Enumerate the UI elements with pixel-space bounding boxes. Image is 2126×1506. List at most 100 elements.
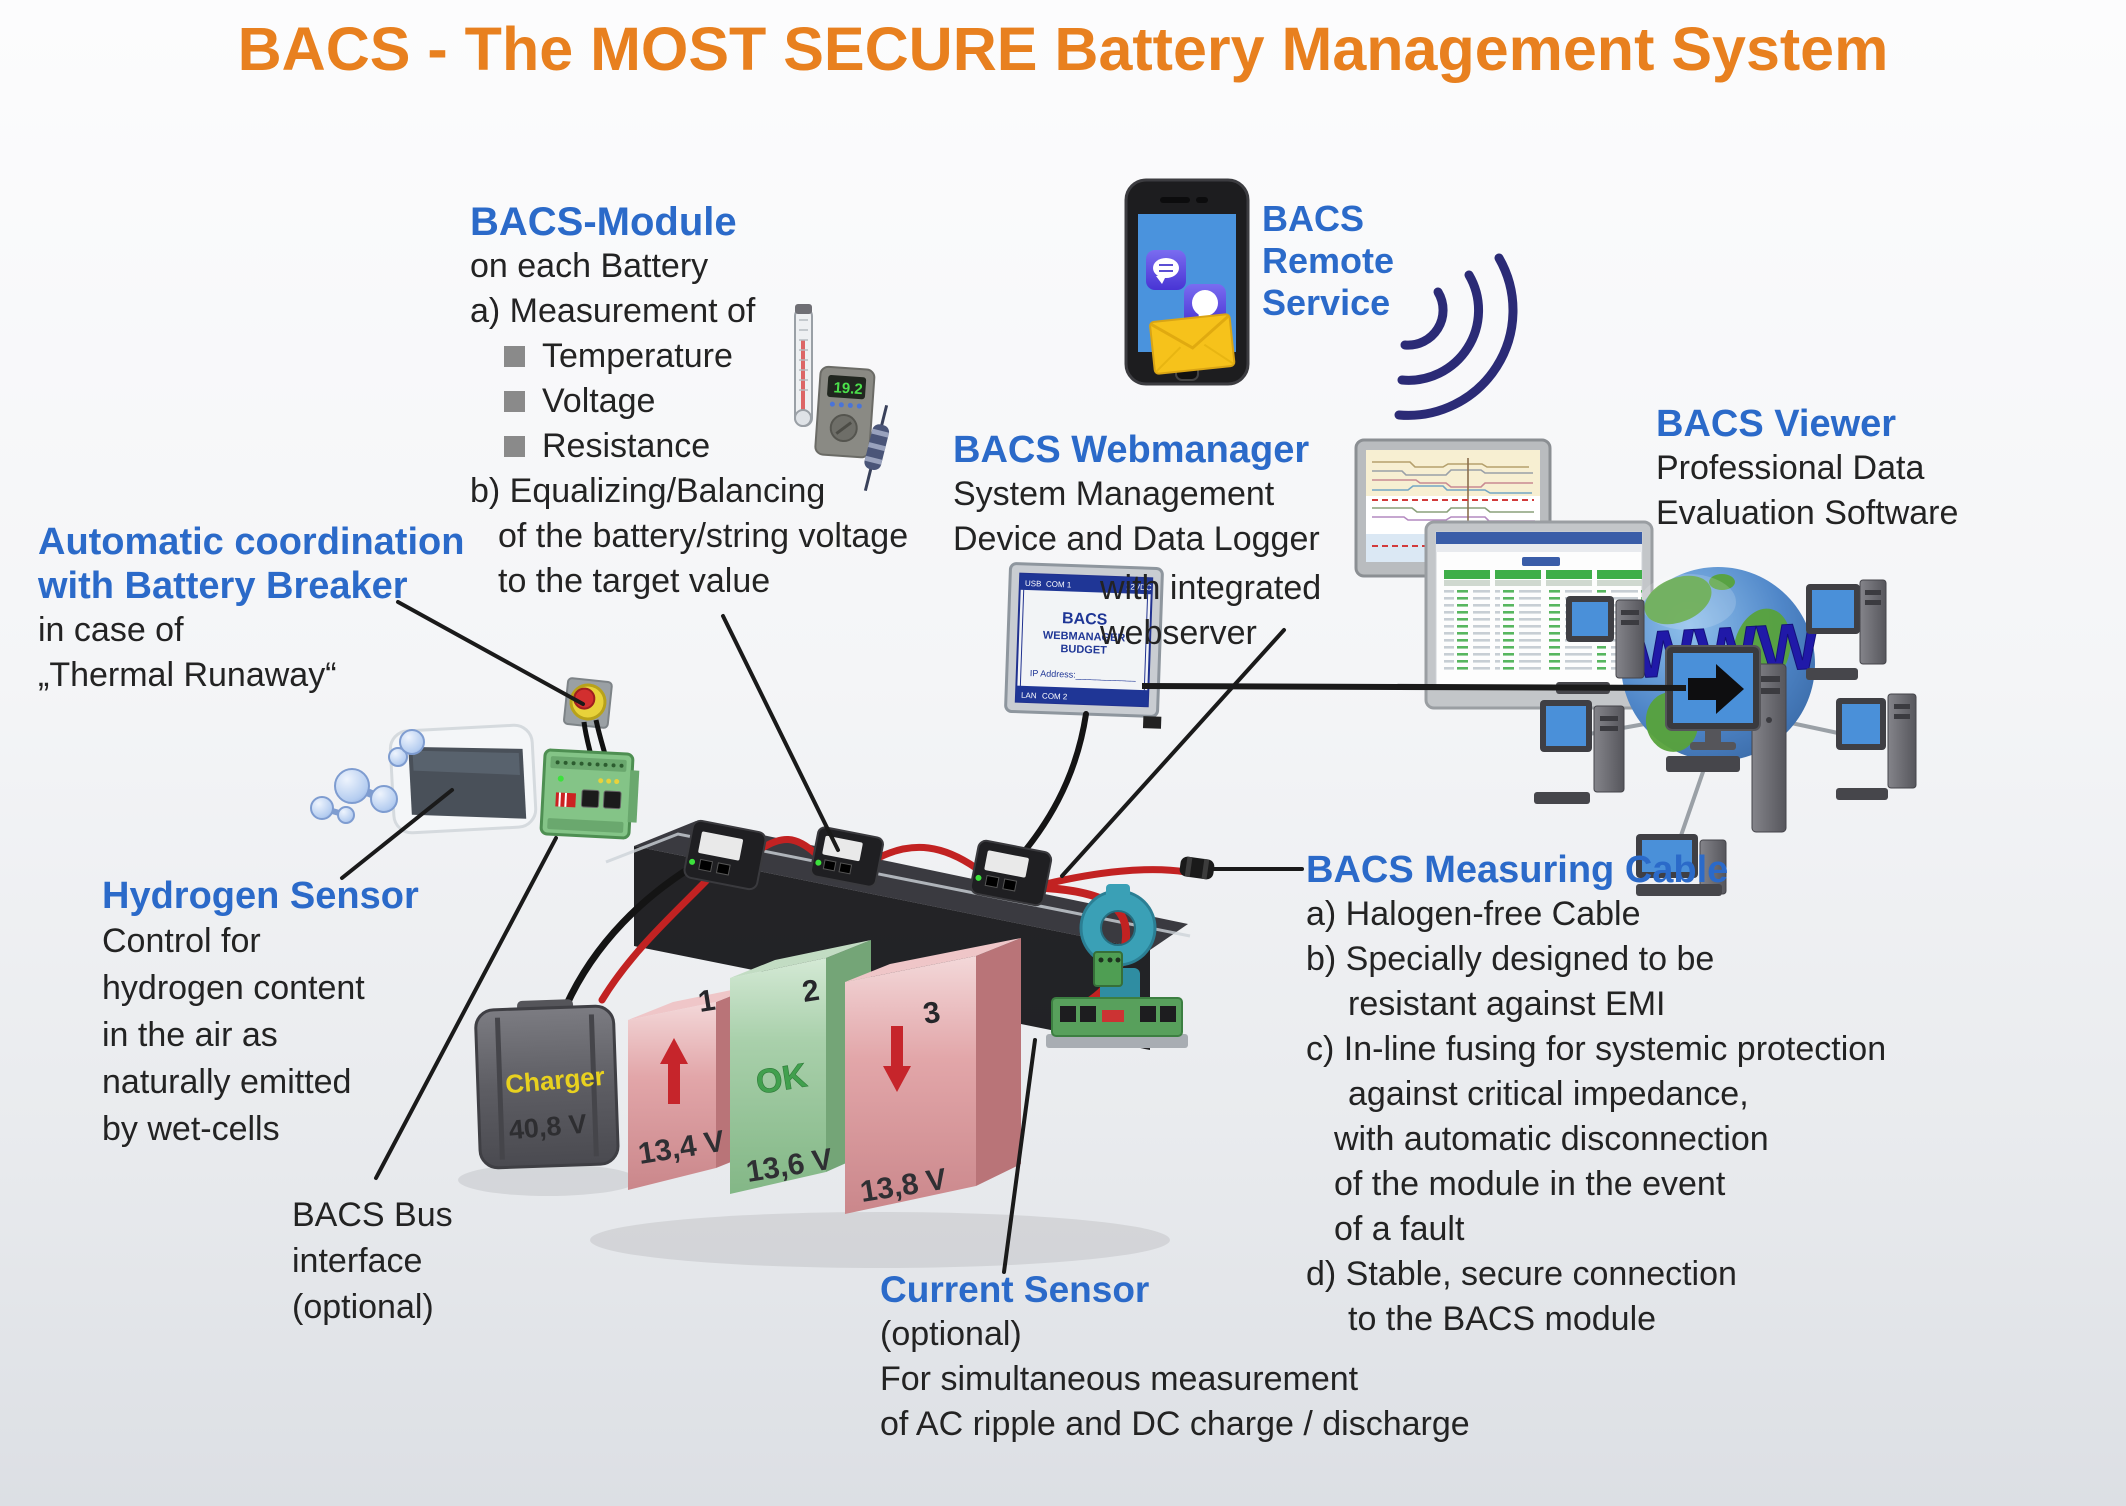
measuring-cable-line: d) Stable, secure connection bbox=[1306, 1255, 1737, 1293]
hydrogen-line: hydrogen content bbox=[102, 969, 365, 1007]
wm-com1-label: COM 1 bbox=[1046, 580, 1072, 590]
resistor-probe-icon bbox=[863, 404, 890, 492]
wm-power-label: 12VDC bbox=[1126, 582, 1152, 592]
annotation-bus-interface: BACS Bus interface (optional) bbox=[292, 1192, 453, 1330]
bacs-module-line: b) Equalizing/Balancing bbox=[470, 472, 826, 510]
bacs-module-heading: BACS-Module bbox=[470, 200, 737, 244]
bus-interface-line: BACS Bus bbox=[292, 1196, 453, 1234]
measuring-cable-heading: BACS Measuring Cable bbox=[1306, 849, 1729, 891]
battery-3: 3 13,8 V bbox=[845, 938, 1021, 1214]
annotation-current-sensor: Current Sensor (optional) For simultaneo… bbox=[880, 1268, 1470, 1447]
battery2-number: 2 bbox=[800, 974, 822, 1009]
annotation-webmanager: BACS Webmanager System Management Device… bbox=[953, 428, 1320, 562]
remote-service-line: Service bbox=[1262, 282, 1391, 323]
pointer-module bbox=[721, 614, 840, 852]
remote-service-line: BACS bbox=[1262, 198, 1365, 239]
hydrogen-heading: Hydrogen Sensor bbox=[102, 875, 419, 917]
annotation-bacs-module: BACS-Module on each Battery a) Measureme… bbox=[470, 200, 908, 604]
bacs-module-bullet: Temperature bbox=[542, 337, 733, 375]
temperature-sensor-icons: 19.2 bbox=[794, 304, 890, 492]
current-sensor-line: of AC ripple and DC charge / discharge bbox=[880, 1405, 1470, 1443]
webmanager-to-www-line bbox=[1141, 683, 1687, 691]
wm-lan-label: LAN bbox=[1021, 691, 1037, 701]
measuring-cable-line: resistant against EMI bbox=[1348, 985, 1666, 1023]
webmanager-line: with integrated bbox=[1100, 569, 1322, 607]
measuring-cable-line: to the BACS module bbox=[1348, 1300, 1657, 1338]
viewer-line: Professional Data bbox=[1656, 449, 1925, 487]
bullet-square-icon bbox=[504, 346, 525, 367]
current-sensor-line: (optional) bbox=[880, 1315, 1022, 1353]
viewer-table-monitor bbox=[1424, 520, 1654, 710]
measuring-cable-line: with automatic disconnection bbox=[1334, 1120, 1769, 1158]
wm-ip: IP Address:____________ bbox=[1030, 668, 1137, 682]
measuring-cable-line: b) Specially designed to be bbox=[1306, 940, 1715, 978]
bacs-module-line: of the battery/string voltage bbox=[498, 517, 909, 555]
webmanager-device: USB COM 1 12VDC LAN COM 2 BACS WEBMANAGE… bbox=[1004, 562, 1164, 729]
battery3-number: 3 bbox=[921, 996, 943, 1031]
bacs-modules bbox=[683, 819, 1053, 907]
viewer-heading: BACS Viewer bbox=[1656, 403, 1897, 445]
bus-interface-line: interface bbox=[292, 1242, 423, 1280]
hydrogen-line: naturally emitted bbox=[102, 1063, 352, 1101]
annotation-measuring-cable: BACS Measuring Cable a) Halogen-free Cab… bbox=[1306, 848, 1886, 1342]
wifi-arcs-icon bbox=[1394, 253, 1518, 420]
measuring-cable-line: a) Halogen-free Cable bbox=[1306, 895, 1641, 933]
hydrogen-molecules-icon bbox=[310, 729, 425, 824]
wm-brand: BACS bbox=[1062, 610, 1108, 629]
hydrogen-line: by wet-cells bbox=[102, 1110, 280, 1148]
webmanager-line: Device and Data Logger bbox=[953, 520, 1320, 558]
breaker-line: „Thermal Runaway“ bbox=[38, 656, 337, 694]
pointer-bus-interface bbox=[374, 836, 558, 1180]
measuring-cable-line: c) In-line fusing for systemic protectio… bbox=[1306, 1030, 1887, 1068]
hydrogen-line: Control for bbox=[102, 922, 261, 960]
bacs-module-line: a) Measurement of bbox=[470, 292, 756, 330]
bullet-square-icon bbox=[504, 436, 525, 457]
bus-interface-line: (optional) bbox=[292, 1288, 434, 1326]
inline-fuse bbox=[1179, 856, 1215, 880]
viewer-line: Evaluation Software bbox=[1656, 494, 1959, 532]
hydrogen-line: in the air as bbox=[102, 1016, 278, 1054]
pointer-module3 bbox=[1060, 628, 1286, 878]
annotation-remote-service: BACS Remote Service bbox=[1262, 198, 1394, 324]
breaker-heading: Automatic coordination bbox=[38, 521, 465, 563]
measuring-cable-line: of a fault bbox=[1334, 1210, 1465, 1248]
email-icon bbox=[1149, 313, 1236, 375]
bullet-square-icon bbox=[504, 391, 525, 412]
bacs-module-bullet: Resistance bbox=[542, 427, 711, 465]
arrow-right-icon bbox=[1688, 664, 1744, 714]
handheld-meter-icon: 19.2 bbox=[814, 365, 876, 459]
wm-model: WEBMANAGER bbox=[1043, 630, 1126, 645]
webmanager-line: webserver bbox=[1100, 614, 1257, 652]
breaker-line: in case of bbox=[38, 611, 184, 649]
wm-com2-label: COM 2 bbox=[1042, 692, 1068, 702]
viewer-chart-monitor bbox=[1354, 438, 1552, 578]
wm-usb-label: USB bbox=[1025, 579, 1042, 589]
network-computers bbox=[1534, 579, 1917, 896]
thermometer-display: 19.2 bbox=[833, 379, 863, 398]
pointer-lines bbox=[340, 600, 1304, 1274]
arrow-up-icon bbox=[660, 1038, 688, 1104]
breaker-heading: with Battery Breaker bbox=[38, 565, 408, 607]
measuring-cable-line: of the module in the event bbox=[1334, 1165, 1726, 1203]
smartphone bbox=[1124, 178, 1250, 386]
page-title: BACS - The MOST SECURE Battery Managemen… bbox=[237, 15, 1889, 83]
wm-variant: BUDGET bbox=[1060, 643, 1107, 657]
charger: Charger 40,8 V bbox=[474, 999, 620, 1170]
measuring-cable-line: against critical impedance, bbox=[1348, 1075, 1749, 1113]
bacs-module-line: to the target value bbox=[498, 562, 771, 600]
charger-voltage: 40,8 V bbox=[508, 1109, 588, 1146]
annotation-webmanager-cont: with integrated webserver bbox=[1100, 566, 1321, 656]
pointer-breaker bbox=[396, 600, 585, 706]
arrow-down-icon bbox=[883, 1026, 911, 1092]
webmanager-heading: BACS Webmanager bbox=[953, 429, 1310, 471]
remote-service-line: Remote bbox=[1262, 240, 1395, 281]
current-sensor-heading: Current Sensor bbox=[880, 1269, 1150, 1310]
webmanager-line: System Management bbox=[953, 475, 1275, 513]
battery2-status: OK bbox=[753, 1056, 810, 1102]
bus-interface-module bbox=[539, 748, 640, 840]
pointer-hydrogen bbox=[340, 788, 454, 880]
annotation-battery-breaker: Automatic coordination with Battery Brea… bbox=[38, 520, 464, 698]
bacs-module-line: on each Battery bbox=[470, 247, 709, 285]
terminal-board bbox=[1046, 951, 1188, 1048]
